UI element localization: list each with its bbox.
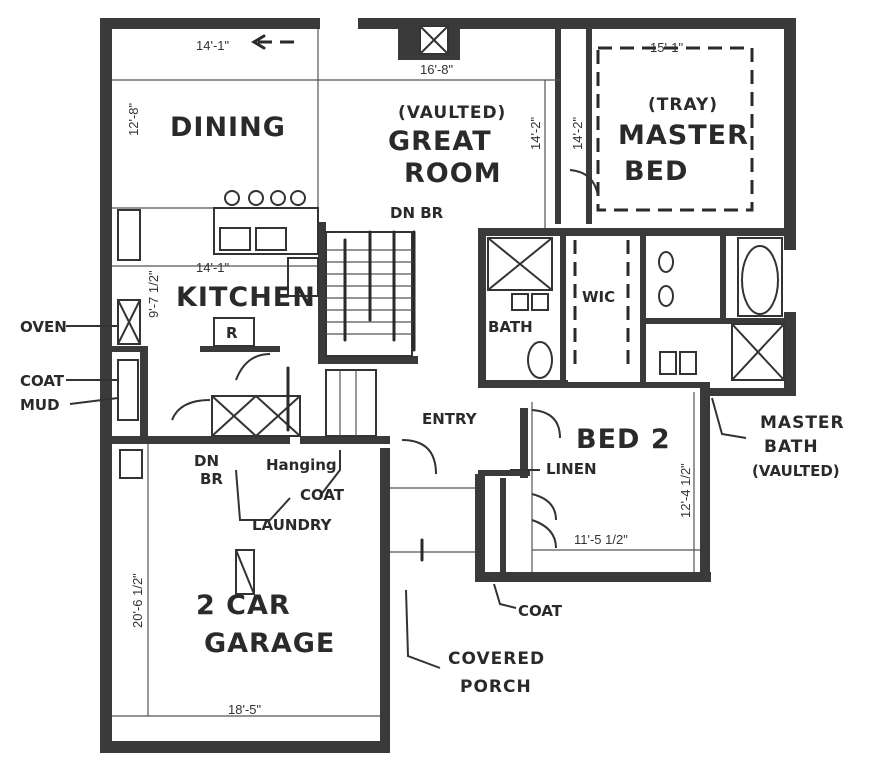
leader-lines [66, 325, 747, 669]
interior-walls [100, 18, 796, 574]
room-label-great: GREAT [388, 126, 492, 157]
room-label-room: ROOM [404, 158, 502, 189]
fireplace [398, 20, 460, 60]
dim-great-width: 16'-8" [420, 62, 454, 77]
dim-bed2-depth: 12'-4 1/2" [678, 463, 693, 518]
dim-kitchen-depth: 9'-7 1/2" [146, 270, 161, 318]
note-mud: MUD [20, 396, 60, 414]
hall-bath-fixtures [487, 237, 553, 379]
dim-great-depth: 14'-2" [528, 116, 543, 150]
note-linen: LINEN [546, 460, 597, 478]
room-label-wic: WIC [582, 288, 615, 306]
note-cabinet-r: R [226, 324, 238, 342]
dim-kitchen-width: 14'-1" [196, 260, 230, 275]
note-dn: DN [194, 452, 219, 470]
note-coat-hanging: COAT [300, 486, 345, 504]
door-swings [171, 169, 599, 549]
tray-ceiling-outline [596, 46, 754, 212]
dim-dining-width: 14'-1" [196, 38, 230, 53]
note-oven: OVEN [20, 318, 67, 336]
master-bath-fixtures [658, 237, 785, 381]
note-master-bath-1: MASTER [760, 413, 845, 433]
room-label-bath: BATH [488, 318, 533, 336]
note-laundry: LAUNDRY [252, 516, 333, 534]
note-coat-closet: COAT [518, 602, 563, 620]
dim-master-width: 15'-1" [650, 40, 684, 55]
dim-garage-width: 18'-5" [228, 702, 262, 717]
room-label-bed: BED [624, 156, 688, 187]
note-dn-br: DN BR [390, 204, 444, 222]
room-sub-great-room: (VAULTED) [398, 103, 506, 123]
room-label-entry: ENTRY [422, 410, 478, 428]
note-covered: COVERED [448, 649, 545, 669]
room-label-master: MASTER [618, 120, 749, 151]
room-label-garage: GARAGE [204, 628, 335, 659]
note-porch: PORCH [460, 677, 532, 697]
room-label-bed2: BED 2 [576, 424, 671, 455]
room-label-dining: DINING [170, 112, 286, 143]
dim-bed2-width: 11'-5 1/2" [574, 532, 628, 547]
note-hanging: Hanging [266, 456, 337, 474]
dim-dining-depth: 12'-8" [126, 102, 141, 136]
room-label-kitchen: KITCHEN [176, 282, 316, 313]
note-br: BR [200, 470, 223, 488]
dim-master-depth: 14'-2" [570, 116, 585, 150]
dim-garage-depth: 20'-6 1/2" [130, 573, 145, 628]
kitchen-cabinets [117, 190, 319, 347]
exterior-walls [100, 18, 796, 753]
staircase [325, 230, 416, 357]
note-master-bath-2: BATH [764, 437, 819, 457]
note-coat: COAT [20, 372, 65, 390]
laundry-fixtures [117, 359, 377, 595]
arrows [251, 34, 424, 562]
note-master-bath-3: (VAULTED) [752, 462, 840, 480]
room-sub-master-bed: (TRAY) [648, 95, 718, 115]
room-label-2-car: 2 CAR [196, 590, 291, 621]
